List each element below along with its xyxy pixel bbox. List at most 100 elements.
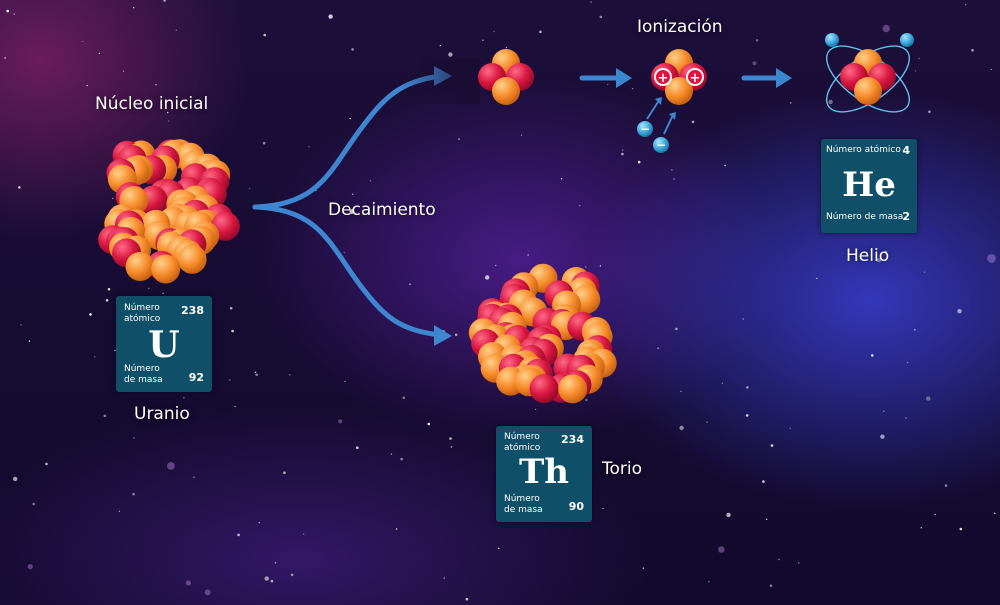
uranium-element-card: Número atómico 238 U Número de masa 92 [116, 296, 212, 392]
star [599, 15, 603, 19]
star [249, 187, 251, 190]
atomic-number-label: Número atómico [826, 145, 901, 155]
star [162, 292, 164, 294]
star [338, 419, 343, 424]
star [32, 502, 35, 506]
star [369, 180, 372, 182]
star [254, 371, 257, 373]
star [493, 30, 495, 33]
element-symbol: He [842, 165, 896, 205]
star [255, 373, 258, 377]
star [920, 527, 922, 529]
star [458, 138, 460, 140]
ionization-arrow-head [616, 68, 632, 88]
star [103, 414, 107, 418]
star [742, 318, 744, 320]
star [351, 209, 353, 211]
decay-label: Decaimiento [328, 200, 436, 220]
proton [529, 374, 559, 404]
atomic-number-value: 234 [561, 433, 584, 446]
star [599, 265, 602, 267]
star [13, 476, 18, 482]
mass-number-value: 90 [568, 500, 584, 513]
star [718, 546, 725, 553]
star [98, 52, 101, 55]
star [356, 446, 359, 450]
star [352, 193, 354, 195]
mass-number-value: 2 [902, 210, 910, 223]
star [691, 120, 695, 124]
star [905, 417, 907, 419]
star [185, 580, 191, 586]
star [928, 110, 931, 113]
star [351, 48, 354, 51]
uranium-nucleus [98, 139, 240, 284]
star [262, 141, 266, 145]
star [439, 44, 441, 47]
star [680, 390, 682, 393]
star [402, 396, 406, 400]
star [871, 354, 874, 357]
star [328, 14, 333, 19]
star [133, 437, 135, 439]
electron-icon: − [653, 137, 669, 153]
star [229, 306, 233, 310]
star [971, 48, 974, 52]
star [132, 492, 135, 496]
ionization-label: Ionización [637, 17, 723, 37]
star [726, 512, 731, 518]
star [876, 257, 882, 263]
plus-charge-icon: + [654, 68, 672, 86]
star [642, 567, 645, 569]
star [994, 512, 996, 514]
star [915, 70, 917, 72]
star [539, 30, 542, 34]
svg-text:−: − [640, 122, 650, 136]
star [602, 507, 604, 510]
decay-arrow-down [252, 204, 443, 338]
star [270, 579, 274, 583]
star [520, 134, 523, 136]
star [175, 29, 177, 31]
star [745, 414, 749, 417]
star [671, 169, 673, 171]
star [289, 374, 291, 376]
star [400, 457, 404, 461]
neutron [558, 374, 588, 404]
star [45, 462, 48, 466]
star [882, 24, 890, 33]
helium-arrow-head [776, 68, 792, 88]
element-symbol: Th [518, 452, 570, 492]
electron-icon [900, 33, 914, 47]
star [183, 397, 185, 399]
element-symbol: U [148, 324, 180, 366]
star [349, 209, 354, 214]
star [485, 275, 490, 280]
star [6, 9, 9, 13]
star [229, 379, 231, 381]
star [89, 313, 92, 316]
star [308, 146, 310, 148]
star [264, 576, 269, 581]
star [816, 277, 818, 280]
star [944, 484, 948, 487]
star [237, 533, 240, 537]
star [885, 250, 887, 253]
star [746, 386, 749, 389]
star [155, 84, 157, 86]
star [482, 39, 484, 41]
electron-icon [825, 33, 839, 47]
star [395, 528, 398, 530]
star [706, 421, 708, 423]
star [918, 57, 920, 60]
neutron [492, 77, 520, 105]
star [755, 39, 759, 42]
atomic-number-label: Número atómico [124, 303, 161, 324]
mass-number-label: Número de masa [124, 364, 163, 385]
star [923, 271, 926, 273]
star [631, 87, 634, 90]
star [112, 197, 114, 200]
star [762, 480, 765, 483]
star [957, 309, 962, 314]
star [148, 287, 150, 290]
